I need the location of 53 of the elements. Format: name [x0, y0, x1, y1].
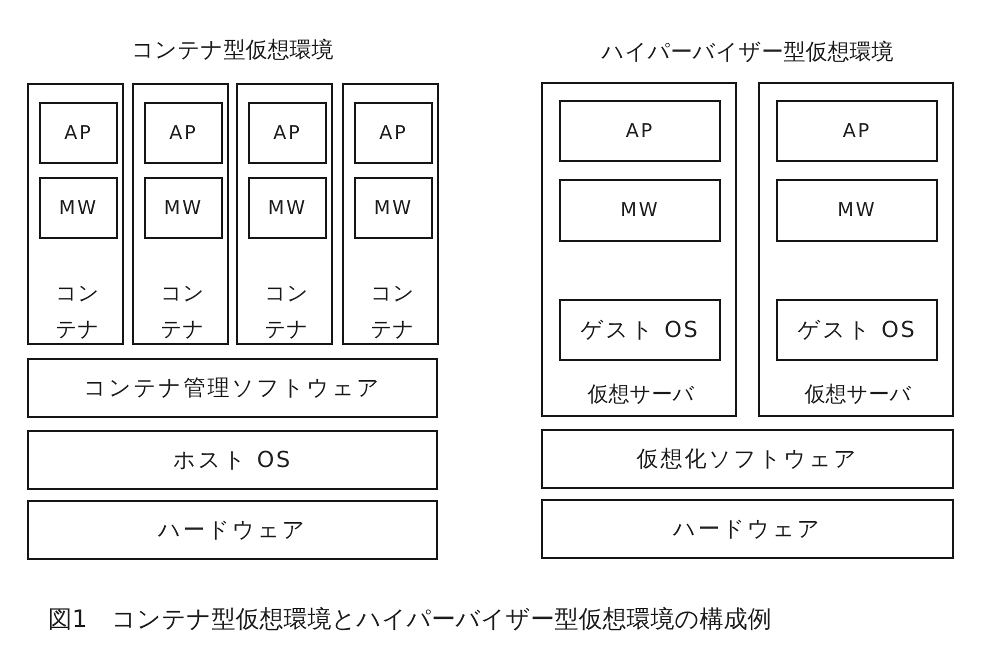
box-label: 仮想化ソフトウェア: [636, 446, 858, 474]
figure-caption: 図1 コンテナ型仮想環境とハイパーバイザー型仮想環境の構成例: [48, 604, 772, 635]
layer-box: [354, 177, 433, 239]
box-label: ホスト OS: [172, 446, 292, 474]
box-label: AP: [273, 120, 302, 146]
container-box: [132, 83, 229, 345]
box-label: AP: [626, 118, 654, 144]
container-box: [236, 83, 333, 345]
layer-box: [248, 177, 327, 239]
box-label: コンテナ: [370, 280, 416, 343]
layer-box: [541, 499, 954, 559]
box-label: コンテナ: [54, 280, 100, 343]
box-label: 仮想サーバ: [586, 381, 696, 408]
layer-box: [776, 179, 938, 242]
layer-box: [39, 102, 118, 164]
box-label: AP: [842, 118, 872, 144]
layer-box: [144, 177, 223, 239]
box-label: コンテナ管理ソフトウェア: [84, 374, 382, 402]
box-label: MW: [837, 198, 877, 224]
container-box: [758, 82, 954, 417]
box-label: ゲスト OS: [797, 316, 917, 344]
layer-box: [27, 358, 438, 418]
box-label: AP: [379, 120, 408, 146]
box-label: MW: [620, 198, 660, 224]
layer-box: [776, 100, 938, 162]
box-label: 仮想サーバ: [804, 381, 912, 408]
box-label: コンテナ: [264, 280, 310, 343]
box-label: MW: [58, 196, 98, 221]
layer-box: [39, 177, 118, 239]
box-label: AP: [169, 120, 198, 146]
layer-box: [27, 430, 438, 490]
box-label: ハードウェア: [158, 516, 307, 544]
layer-box: [144, 102, 223, 164]
layer-box: [559, 179, 721, 242]
layer-box: [776, 299, 938, 361]
box-label: MW: [374, 196, 414, 221]
layer-box: [541, 429, 954, 489]
layer-box: [248, 102, 327, 164]
container-box: [342, 83, 439, 345]
box-label: AP: [64, 120, 93, 146]
box-label: MW: [268, 196, 308, 221]
layer-box: [27, 500, 438, 560]
layer-box: [354, 102, 433, 164]
container-box: [27, 83, 124, 345]
layer-box: [559, 299, 721, 361]
box-label: MW: [164, 196, 204, 221]
box-label: ゲスト OS: [580, 316, 700, 344]
section-title: ハイパーバイザー型仮想環境: [600, 39, 894, 67]
box-label: ハードウェア: [673, 516, 822, 544]
container-box: [541, 82, 737, 417]
box-label: コンテナ: [160, 280, 206, 343]
layer-box: [559, 100, 721, 162]
section-title: コンテナ型仮想環境: [130, 37, 334, 65]
